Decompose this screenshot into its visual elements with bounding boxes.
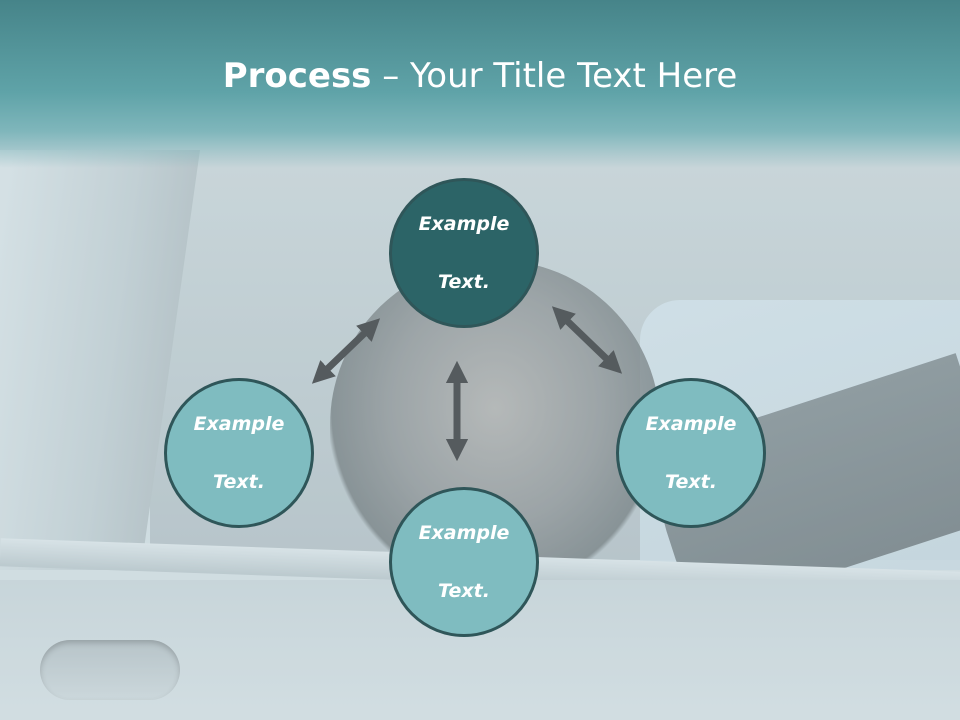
arrow-top-right [551,306,623,374]
node-bottom-line1: Example [418,521,510,544]
node-right-line1: Example [645,412,737,435]
background-door-handle [40,640,180,700]
node-left-line2: Text. [213,470,265,493]
title-bold: Process [222,56,372,96]
slide-title[interactable]: Process – Your Title Text Here [0,54,960,98]
arrow-top-left [311,318,381,384]
title-band [0,0,960,168]
node-bottom-line2: Text. [438,579,490,602]
node-top-line2: Text. [438,270,490,293]
node-left-line1: Example [193,412,285,435]
title-rest: – Your Title Text Here [371,56,738,96]
node-top-line1: Example [418,212,510,235]
node-right-line2: Text. [665,470,717,493]
